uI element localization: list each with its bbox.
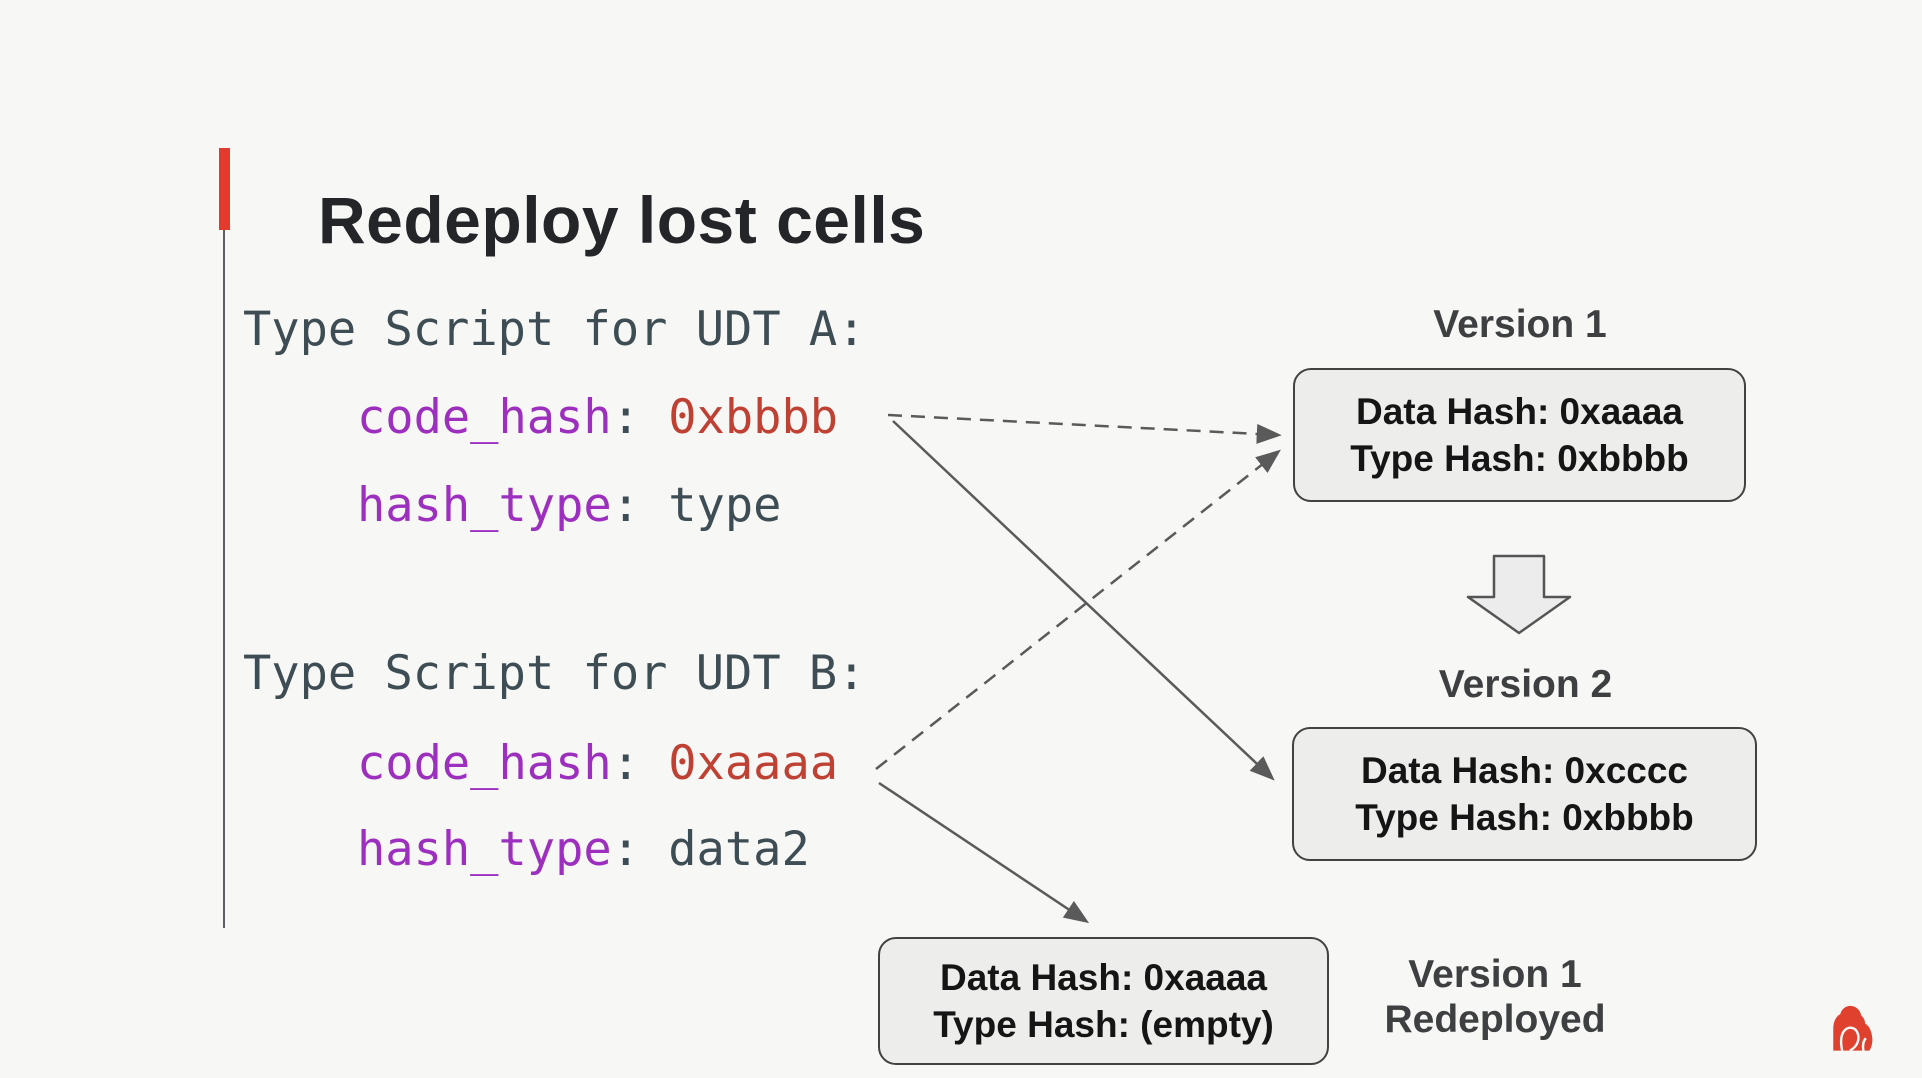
- block-down-arrow: [1466, 554, 1572, 635]
- version2-cell-box: Data Hash: 0xcccc Type Hash: 0xbbbb: [1292, 727, 1757, 861]
- arrow-solid-a-to-v2: [892, 420, 1275, 781]
- code-key: code_hash: [357, 390, 612, 445]
- page-title: Redeploy lost cells: [318, 183, 926, 257]
- code-line-b-hash-type: hash_type: data2: [357, 822, 810, 878]
- colon: :: [611, 390, 640, 445]
- code-value: 0xbbbb: [668, 390, 839, 445]
- redeployed-cell-box: Data Hash: 0xaaaa Type Hash: (empty): [878, 937, 1329, 1065]
- title-accent-bar: [219, 148, 230, 230]
- code-value: type: [668, 478, 782, 533]
- arrow-dashed-a-to-v1: [887, 413, 1282, 444]
- arrow-dashed-b-to-v1: [875, 449, 1281, 770]
- code-line-b-code-hash: code_hash: 0xaaaa: [357, 736, 838, 792]
- colon: :: [611, 478, 640, 533]
- redeployed-label: Version 1 Redeployed: [1384, 953, 1606, 1041]
- redeployed-data-hash: Data Hash: 0xaaaa: [939, 957, 1268, 998]
- arrow-solid-b-to-redeployed: [878, 781, 1090, 924]
- colon: :: [611, 736, 640, 791]
- code-header-udt-a: Type Script for UDT A:: [243, 302, 866, 357]
- left-guide-line: [223, 230, 225, 928]
- redeployed-type-hash: Type Hash: (empty): [933, 1004, 1274, 1045]
- code-key: hash_type: [357, 822, 612, 877]
- code-header-udt-b: Type Script for UDT B:: [243, 646, 866, 701]
- code-value: 0xaaaa: [668, 736, 839, 791]
- version2-data-hash: Data Hash: 0xcccc: [1360, 750, 1689, 791]
- code-key: hash_type: [357, 478, 612, 533]
- version2-label: Version 2: [1438, 663, 1613, 706]
- code-value: data2: [668, 822, 810, 877]
- red-gorilla-logo: [1833, 1005, 1873, 1052]
- colon: :: [611, 822, 640, 877]
- code-line-a-hash-type: hash_type: type: [357, 478, 781, 534]
- version2-type-hash: Type Hash: 0xbbbb: [1355, 797, 1694, 838]
- code-key: code_hash: [357, 736, 612, 791]
- version1-type-hash: Type Hash: 0xbbbb: [1350, 438, 1689, 479]
- version1-label: Version 1: [1433, 303, 1607, 346]
- version1-cell-box: Data Hash: 0xaaaa Type Hash: 0xbbbb: [1293, 368, 1746, 502]
- code-line-a-code-hash: code_hash: 0xbbbb: [357, 390, 838, 446]
- version1-data-hash: Data Hash: 0xaaaa: [1355, 391, 1684, 432]
